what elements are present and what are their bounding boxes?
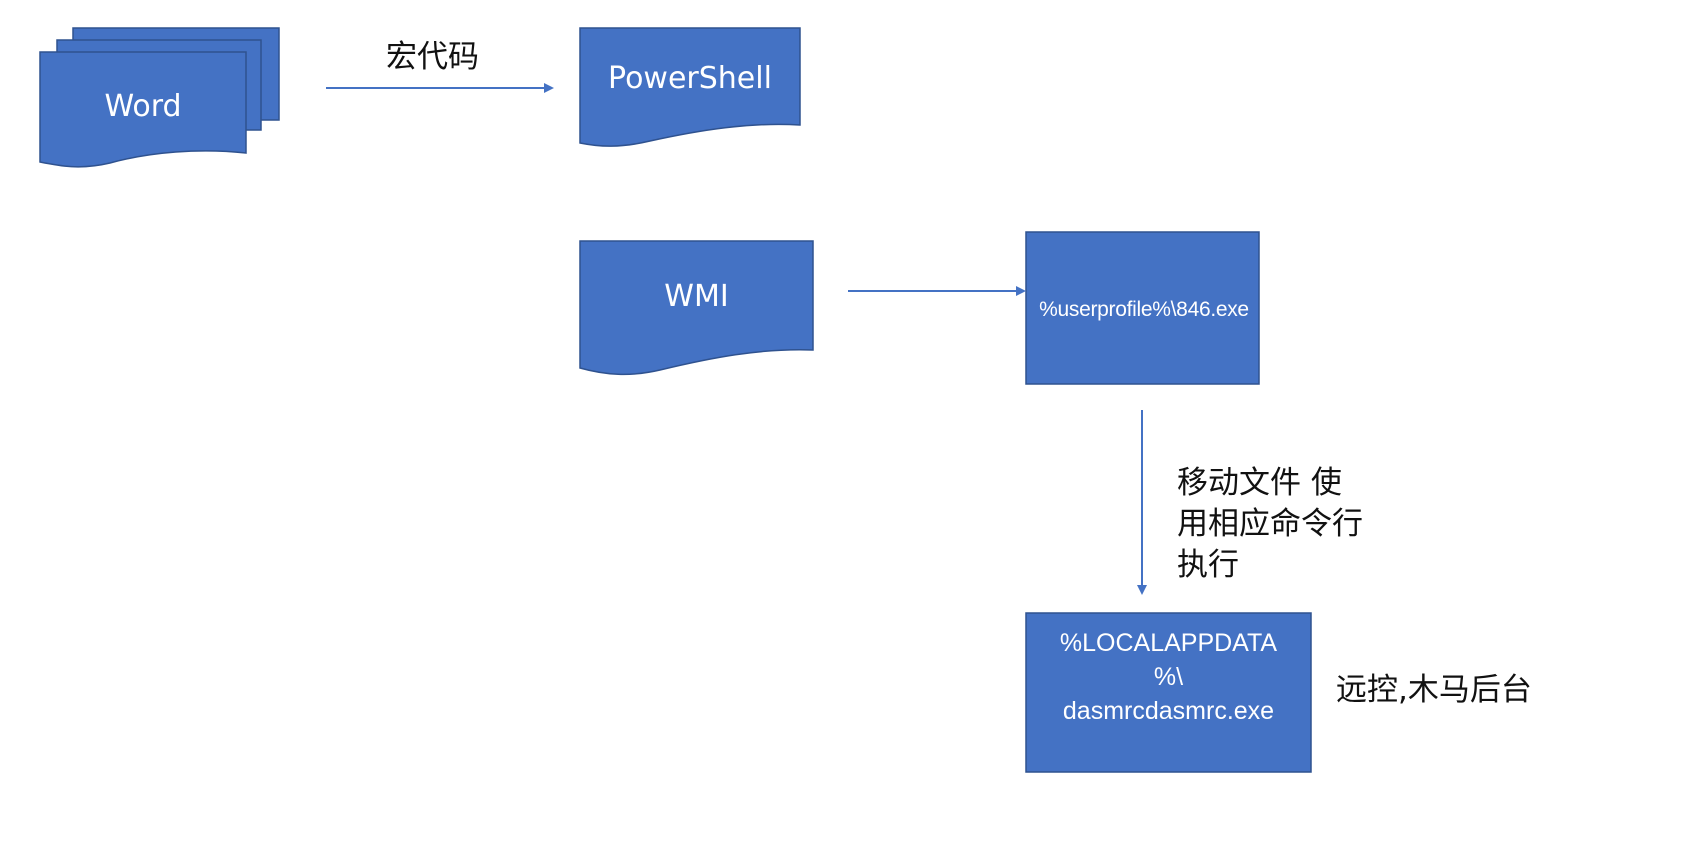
wmi-label: WMI <box>664 278 729 314</box>
powershell-document-shape <box>579 27 801 147</box>
edge-label-line-2: 用相应命令行 <box>1177 506 1363 542</box>
word-label: Word <box>104 88 182 124</box>
wmi-document-shape <box>579 240 814 376</box>
edge-label-line-1: 移动文件 使 <box>1177 465 1342 501</box>
localappdata-exe-label: %LOCALAPPDATA %\ dasmrcdasmrc.exe <box>1026 622 1311 732</box>
annotation-remote-trojan: 远控,木马后台 <box>1336 672 1532 708</box>
userprofile-process-shape <box>1025 231 1260 385</box>
word-doc-front <box>39 51 247 168</box>
localappdata-process-shape <box>1025 612 1312 773</box>
edge-label-line-3: 执行 <box>1177 547 1239 583</box>
word-multidocument-shape <box>39 27 280 168</box>
localappdata-line-3: dasmrcdasmrc.exe <box>1062 697 1275 725</box>
localappdata-line-1: %LOCALAPPDATA <box>1059 629 1278 657</box>
edge-label-macro-code: 宏代码 <box>386 39 479 75</box>
edge-label-move-file: 移动文件 使 用相应命令行 执行 <box>1177 463 1363 586</box>
userprofile-exe-label: %userprofile%\846.exe <box>1039 298 1249 321</box>
powershell-label: PowerShell <box>608 60 772 96</box>
localappdata-line-2: %\ <box>1153 663 1184 691</box>
